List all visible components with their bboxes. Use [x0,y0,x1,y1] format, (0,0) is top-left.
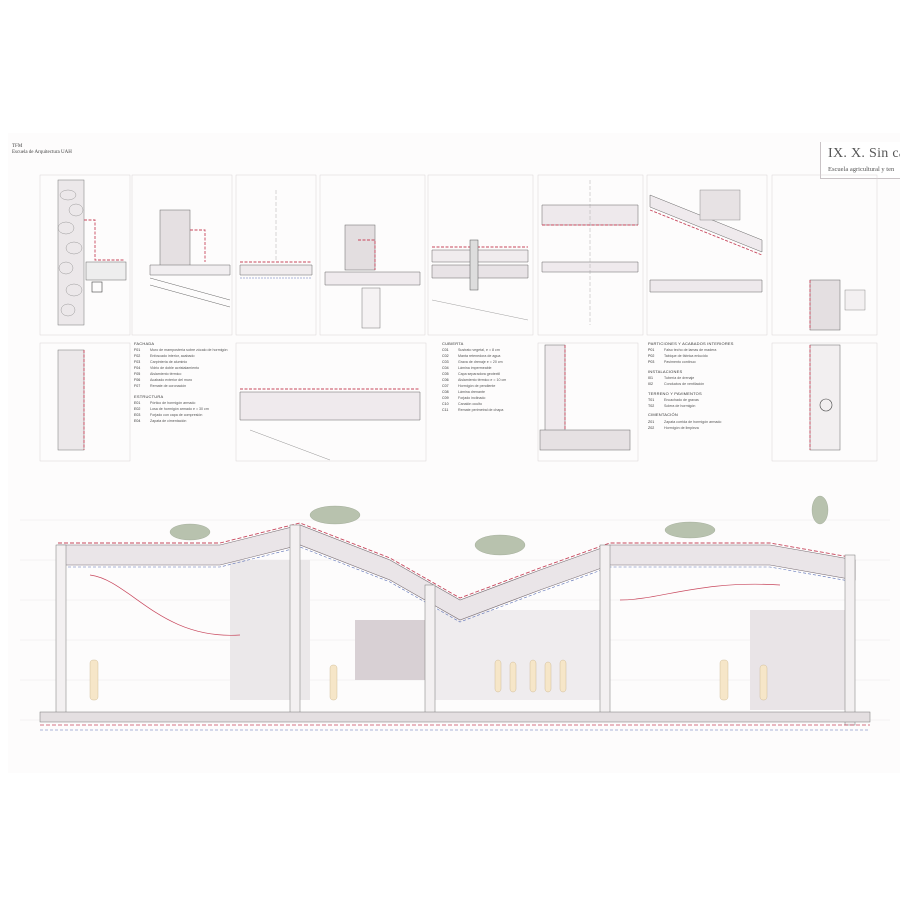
detail-parapet [324,224,421,329]
sheet-title: IX. X. Sin camin [828,146,900,161]
notes-cubierta-heading: CUBIERTA [442,341,464,346]
roof-vegetation [169,495,829,556]
detail-slab-joint [239,388,421,461]
detail-eave [239,190,313,279]
notes-terreno-heading: TERRENO Y PAVIMENTOS [648,390,702,396]
title-block [820,142,900,179]
detail-green-roof [541,180,639,325]
detail-wall-base [539,344,631,451]
human-figures [89,659,768,701]
header-line-1: TFM [12,144,23,149]
header-line-2: Escuela de Arquitectura UAH [12,150,72,155]
sheet-subtitle: Escuela agricultural y ten [828,166,895,173]
building-section [20,495,890,731]
detail-drain [809,344,841,451]
detail-wall-lower [57,349,85,451]
detail-grid [39,174,878,462]
detail-sloped-roof [649,189,763,293]
notes-estructura-heading: ESTRUCTURA [134,393,164,399]
detail-foundation [809,279,866,331]
sheet-header: TFM Escuela de Arquitectura UAH [12,144,72,156]
notes-particiones-heading: PARTICIONES Y ACABADOS INTERIORES [648,341,734,346]
detail-flat-roof [431,239,529,321]
notes-cimentacion-heading: CIMENTACIÓN [648,412,678,418]
detail-stone-wall [57,179,127,326]
notes-fachada-heading: FACHADA [134,341,155,346]
notes-instalaciones-heading: INSTALACIONES [648,368,683,374]
detail-roof-edge-1 [149,209,231,308]
